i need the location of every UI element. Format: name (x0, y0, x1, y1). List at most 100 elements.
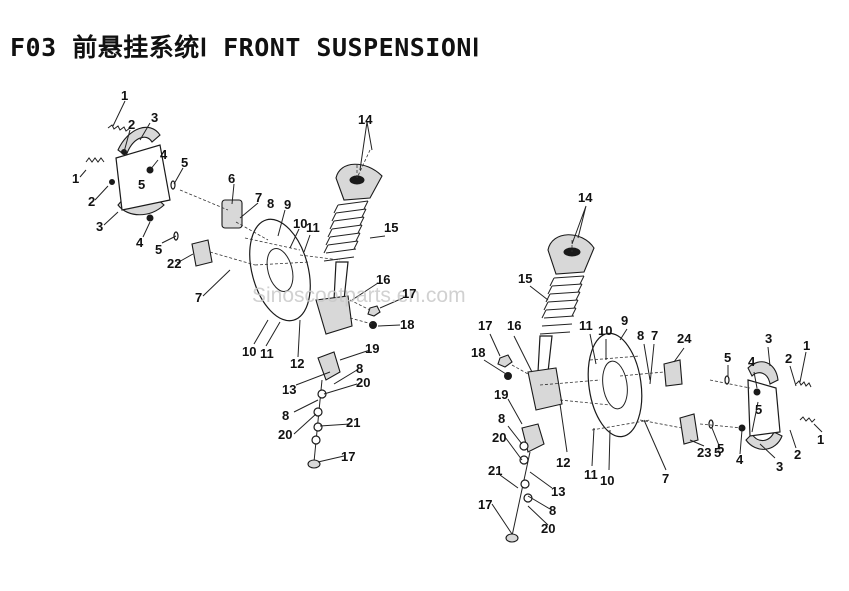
pin-5r-a (724, 375, 730, 385)
backing-plate-9r (587, 332, 643, 438)
nut-17r-b (505, 533, 519, 543)
callout-R19: 1 (817, 432, 824, 447)
callout-L35: 17 (341, 449, 355, 464)
callout-R14: 4 (748, 354, 756, 369)
coil-spring-15r (539, 275, 585, 335)
right-assembly (483, 205, 823, 543)
callout-L29: 13 (282, 382, 296, 397)
callout-L4: 2 (88, 194, 95, 209)
callout-L24: 15 (384, 220, 398, 235)
pin-2a (109, 179, 115, 185)
callout-L30: 8 (356, 361, 363, 376)
callout-R18: 5 (714, 445, 721, 460)
callout-L8: 4 (136, 235, 144, 250)
callout-R13: 5 (724, 350, 731, 365)
callout-R31: 2 (794, 447, 801, 462)
callout-L1: 1 (121, 88, 128, 103)
leaders-right (483, 205, 823, 535)
callout-L28: 19 (365, 341, 379, 356)
callout-L21: 12 (290, 356, 304, 371)
nut-17b (307, 459, 321, 469)
washer-4r-a (753, 388, 761, 396)
callouts: 1 1 2 2 3 3 4 4 5 5 5 6 7 7 8 9 10 11 10… (72, 88, 824, 536)
page-title: F03 前悬挂系统Ⅰ FRONT SUSPENSIONⅠ (10, 33, 480, 62)
bracket-6 (221, 199, 243, 229)
washer-20r-a (519, 455, 529, 465)
spring-1b (85, 157, 105, 163)
callout-R28: 5 (717, 441, 724, 456)
callout-R16: 1 (803, 338, 810, 353)
bracket-22 (191, 239, 213, 267)
callout-L14: 7 (195, 290, 202, 305)
guides-right (511, 240, 751, 431)
watermark: Sinoscootparts.en.com (252, 284, 466, 307)
pin-5r-b (708, 419, 714, 429)
bracket-23 (679, 413, 699, 445)
callout-L20: 11 (260, 346, 274, 361)
callout-R24: 11 (584, 467, 598, 482)
callout-R15: 2 (785, 351, 792, 366)
backing-plate-hub-r (602, 360, 628, 410)
callout-R32: 21 (488, 463, 502, 478)
callout-L11: 5 (155, 242, 162, 257)
callout-R10: 7 (651, 328, 658, 343)
callout-L9: 5 (181, 155, 188, 170)
callout-R33: 13 (551, 484, 565, 499)
callout-L7: 4 (160, 147, 168, 162)
callout-R21: 8 (498, 411, 505, 426)
spring-1r-a (795, 380, 812, 388)
callout-R23: 12 (556, 455, 570, 470)
callout-R34: 17 (478, 497, 492, 512)
callout-R22: 20 (492, 430, 506, 445)
left-assembly (79, 100, 404, 469)
callout-L26: 17 (402, 286, 416, 301)
callout-R30: 3 (776, 459, 783, 474)
spring-1a (107, 124, 131, 132)
callout-L25: 16 (376, 272, 390, 287)
callout-L5: 3 (151, 110, 158, 125)
callout-L6: 3 (96, 219, 103, 234)
brake-shoe-upper-r (747, 361, 779, 385)
callout-L16: 9 (284, 197, 291, 212)
washer-20b (311, 435, 321, 445)
callout-L19: 10 (242, 344, 256, 359)
washer-8a (317, 389, 327, 399)
callout-L23: 14 (358, 112, 373, 127)
washer-8r-b (520, 479, 530, 489)
washer-4b (146, 214, 154, 222)
callout-L34: 21 (346, 415, 360, 430)
lower-arm (317, 351, 341, 381)
callout-L12: 6 (228, 171, 235, 186)
callout-R5: 18 (471, 345, 485, 360)
callout-L3: 2 (128, 117, 135, 132)
callout-L18: 11 (306, 220, 320, 235)
callout-R25: 10 (600, 473, 614, 488)
callout-L31: 20 (356, 375, 370, 390)
callout-L32: 8 (282, 408, 289, 423)
coil-spring-15 (323, 200, 369, 262)
callout-R2: 15 (518, 271, 532, 286)
spring-1r-b (799, 416, 816, 423)
callout-R27: 23 (697, 445, 711, 460)
nut-17r (497, 354, 513, 368)
callout-R29: 4 (736, 452, 744, 467)
callout-L13: 7 (255, 190, 262, 205)
pin-5a (170, 180, 176, 190)
callout-R6: 11 (579, 318, 593, 333)
callout-L27: 18 (400, 317, 414, 332)
knuckle-16 (315, 295, 353, 335)
tie-rod-21r (511, 451, 531, 537)
callout-L33: 20 (278, 427, 292, 442)
bracket-24 (663, 359, 683, 387)
callout-R35: 8 (549, 503, 556, 518)
callout-L15: 8 (267, 196, 274, 211)
backing-plate-hub (266, 248, 294, 292)
knuckle-16r (527, 367, 563, 411)
brake-shoe-upper (117, 126, 161, 157)
callout-R17: 5 (755, 402, 762, 417)
callout-R4: 16 (507, 318, 521, 333)
washer-18r (504, 372, 512, 380)
callout-R11: 24 (677, 331, 692, 346)
washer-18a (369, 321, 377, 329)
